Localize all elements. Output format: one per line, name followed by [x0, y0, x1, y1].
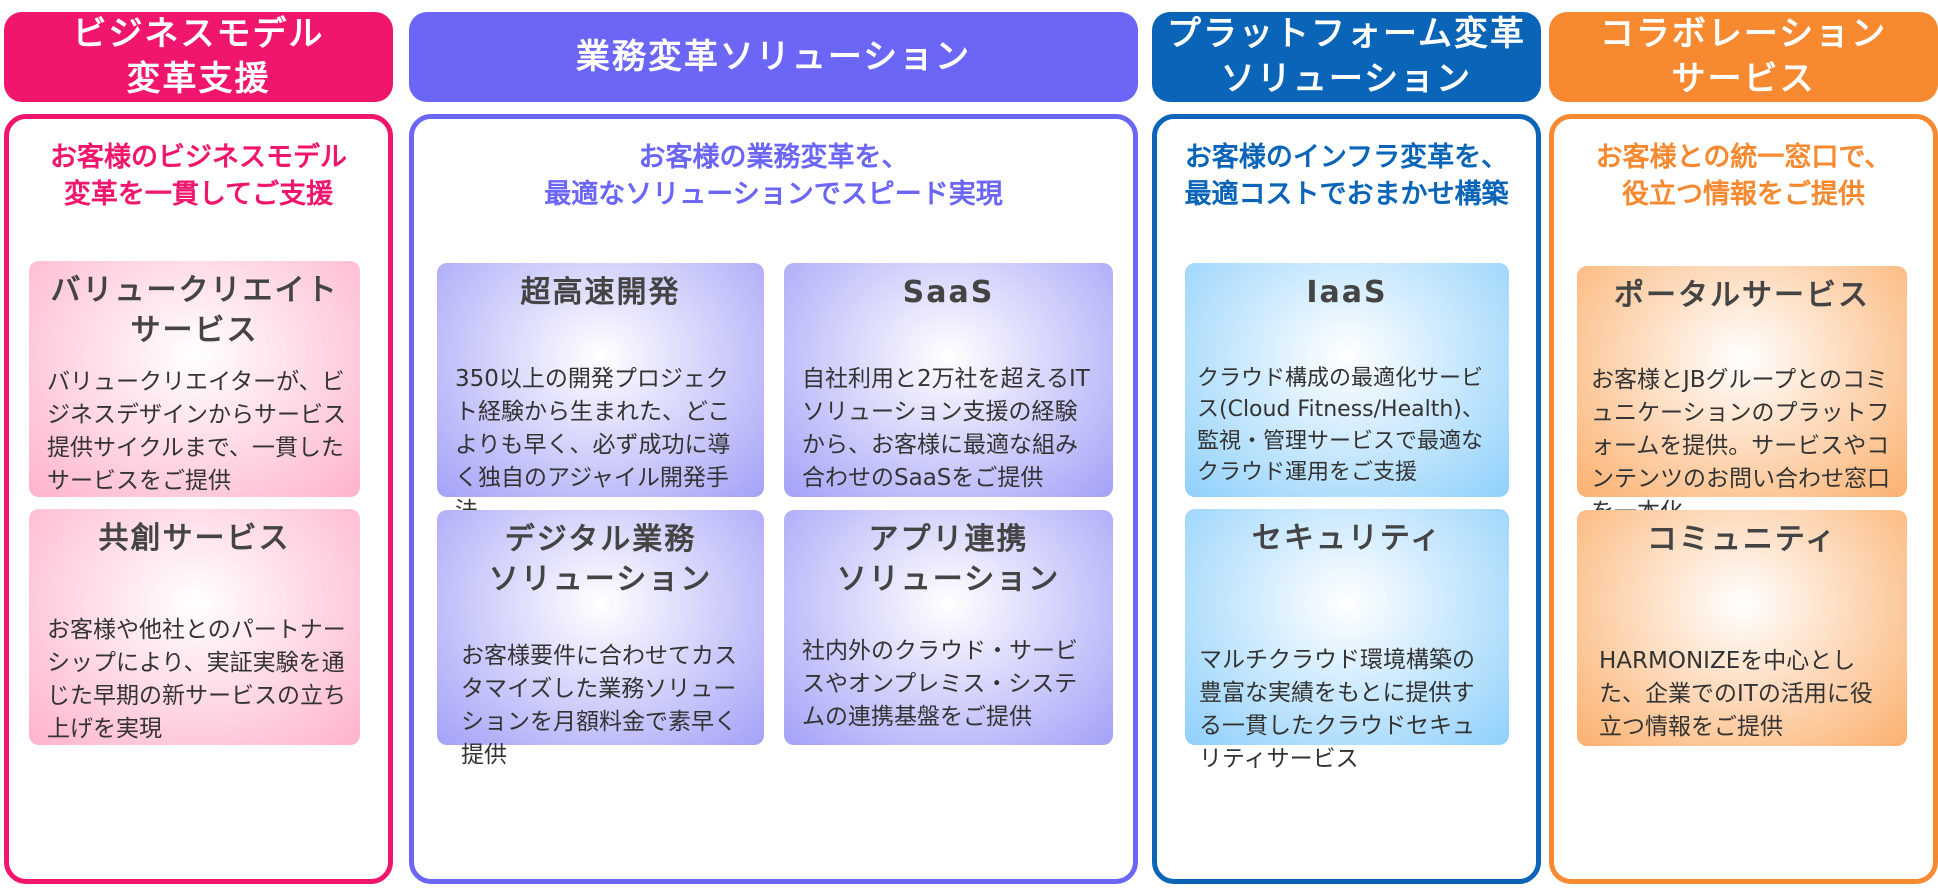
service-card: 超高速開発 350以上の開発プロジェクト経験から生まれた、どこよりも早く、必ず成…	[437, 263, 764, 524]
column-header: ビジネスモデル 変革支援	[4, 12, 393, 102]
card-title: デジタル業務 ソリューション	[488, 522, 713, 597]
service-card: ポータルサービス お客様とJBグループとのコミュニケーションのプラットフォームを…	[1577, 266, 1907, 525]
service-card: バリュークリエイト サービス バリュークリエイターが、ビジネスデザインからサービ…	[29, 261, 360, 497]
column-panel: お客様との統一窓口で、 役立つ情報をご提供 ポータルサービス お客様とJBグルー…	[1549, 114, 1938, 884]
column-panel: お客様のビジネスモデル 変革を一貫してご支援 バリュークリエイト サービス バリ…	[4, 114, 393, 884]
card-title: アプリ連携 ソリューション	[836, 522, 1061, 597]
card-description: 自社利用と2万社を超えるITソリューション支援の経験から、お客様に最適な組み合わ…	[802, 366, 1090, 491]
card-description: お客様や他社とのパートナーシップにより、実証実験を通じた早期の新サービスの立ち上…	[47, 617, 346, 742]
card-title: 共創サービス	[98, 521, 291, 556]
column-header: プラットフォーム変革 ソリューション	[1152, 12, 1541, 102]
card-title: SaaS	[902, 275, 995, 310]
card-title: ポータルサービス	[1614, 278, 1870, 313]
card-description: HARMONIZEを中心とした、企業でのITの活用に役立つ情報をご提供	[1599, 648, 1873, 740]
card-title: セキュリティ	[1251, 521, 1443, 556]
column-panel: お客様の業務変革を、 最適なソリューションでスピード実現 超高速開発 350以上…	[409, 114, 1138, 884]
service-card: デジタル業務 ソリューション お客様要件に合わせてカスタマイズした業務ソリューシ…	[437, 510, 764, 768]
service-card: セキュリティ マルチクラウド環境構築の豊富な実績をもとに提供する一貫したクラウド…	[1185, 509, 1509, 772]
card-description: 社内外のクラウド・サービスやオンプレミス・システムの連携基盤をご提供	[802, 638, 1078, 730]
card-description: クラウド構成の最適化サービス(Cloud Fitness/Health)、監視・…	[1197, 366, 1484, 486]
column-header: コラボレーション サービス	[1549, 12, 1938, 102]
column-tagline: お客様のビジネスモデル 変革を一貫してご支援	[50, 142, 347, 211]
card-description: お客様要件に合わせてカスタマイズした業務ソリューションを月額料金で素早く提供	[461, 643, 737, 768]
column-tagline: お客様のインフラ変革を、 最適コストでおまかせ構築	[1184, 142, 1509, 211]
service-card: IaaS クラウド構成の最適化サービス(Cloud Fitness/Health…	[1185, 263, 1509, 497]
card-title: 超高速開発	[520, 275, 681, 310]
service-card: コミュニティ HARMONIZEを中心とした、企業でのITの活用に役立つ情報をご…	[1577, 510, 1907, 746]
card-description: バリュークリエイターが、ビジネスデザインからサービス提供サイクルまで、一貫したサ…	[47, 369, 346, 494]
service-card: 共創サービス お客様や他社とのパートナーシップにより、実証実験を通じた早期の新サ…	[29, 509, 360, 745]
column-panel: お客様のインフラ変革を、 最適コストでおまかせ構築 IaaS クラウド構成の最適…	[1152, 114, 1541, 884]
card-description: お客様とJBグループとのコミュニケーションのプラットフォームを提供。サービスやコ…	[1591, 367, 1890, 525]
column-tagline: お客様の業務変革を、 最適なソリューションでスピード実現	[544, 142, 1003, 211]
column-header: 業務変革ソリューション	[409, 12, 1138, 102]
card-title: コミュニティ	[1646, 522, 1838, 557]
card-description: 350以上の開発プロジェクト経験から生まれた、どこよりも早く、必ず成功に導く独自…	[455, 366, 731, 524]
service-card: SaaS 自社利用と2万社を超えるITソリューション支援の経験から、お客様に最適…	[784, 263, 1113, 497]
card-description: マルチクラウド環境構築の豊富な実績をもとに提供する一貫したクラウドセキュリティサ…	[1199, 647, 1475, 772]
card-title: IaaS	[1306, 275, 1388, 310]
card-title: バリュークリエイト サービス	[50, 273, 339, 348]
column-tagline: お客様との統一窓口で、 役立つ情報をご提供	[1595, 142, 1892, 211]
service-card: アプリ連携 ソリューション 社内外のクラウド・サービスやオンプレミス・システムの…	[784, 510, 1113, 745]
